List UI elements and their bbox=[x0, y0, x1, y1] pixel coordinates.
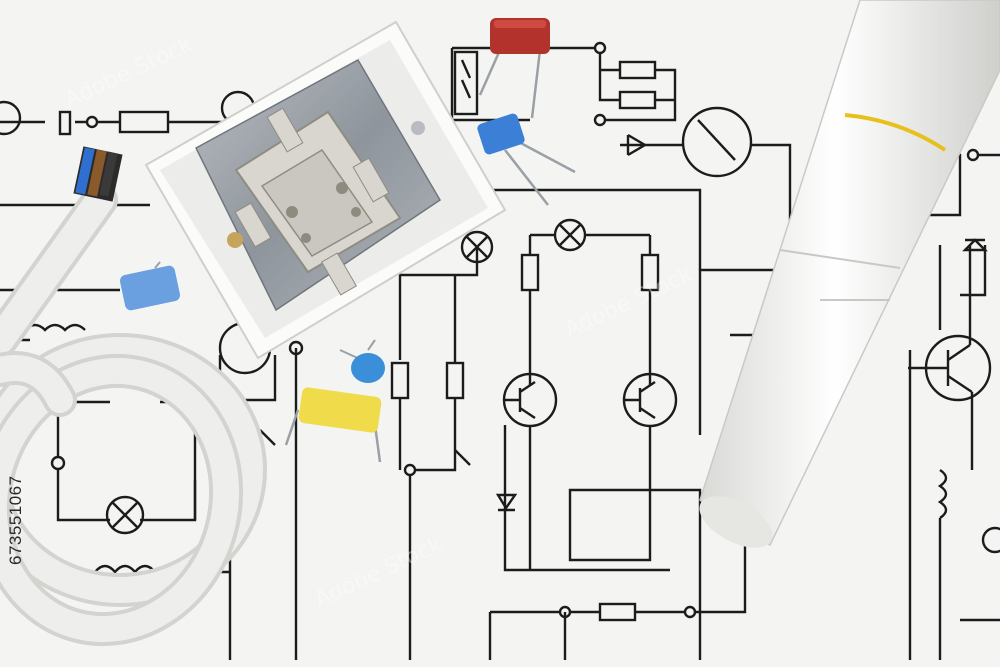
rolled-paper bbox=[699, 0, 1000, 548]
rubber-band bbox=[844, 113, 947, 152]
stock-id-label: 673551067 bbox=[6, 475, 25, 565]
capacitor-light-blue bbox=[119, 261, 181, 311]
capacitor-ceramic bbox=[339, 339, 385, 383]
capacitor-yellow bbox=[284, 387, 382, 463]
wall-switch-socket bbox=[144, 20, 507, 360]
coiled-cable bbox=[0, 182, 267, 647]
capacitor-red bbox=[478, 18, 550, 119]
capacitor-blue bbox=[477, 113, 576, 206]
cable-end-wires bbox=[73, 146, 123, 202]
